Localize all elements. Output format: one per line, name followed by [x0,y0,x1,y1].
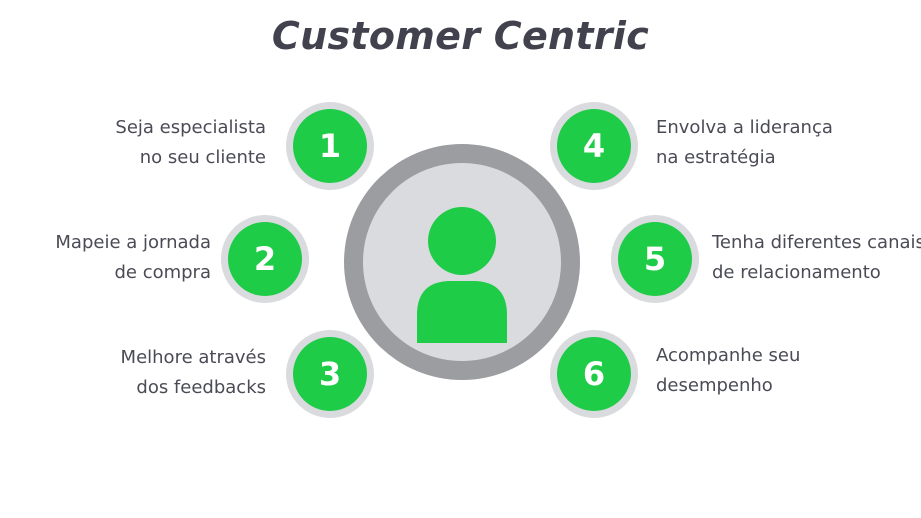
step-2-node: 2 [221,215,309,303]
center-inner-circle [363,163,561,361]
step-5-number: 5 [618,222,692,296]
step-4-number: 4 [557,109,631,183]
step-5-label: Tenha diferentes canais de relacionament… [712,232,921,283]
step-3-node: 3 [286,330,374,418]
step-1-node: 1 [286,102,374,190]
step-2-label: Mapeie a jornada de compra [55,232,211,283]
user-icon [417,207,507,343]
step-5-node: 5 [611,215,699,303]
center-circle [344,144,580,380]
step-6-node: 6 [550,330,638,418]
diagram-title: Customer Centric [271,14,650,58]
step-2-number: 2 [228,222,302,296]
step-6-number: 6 [557,337,631,411]
step-6-label: Acompanhe seu desempenho [656,345,801,396]
step-3-number: 3 [293,337,367,411]
step-4-label: Envolva a liderança na estratégia [656,117,833,168]
step-1-number: 1 [293,109,367,183]
step-4-node: 4 [550,102,638,190]
step-3-label: Melhore através dos feedbacks [120,347,266,398]
step-1-label: Seja especialista no seu cliente [115,117,266,168]
